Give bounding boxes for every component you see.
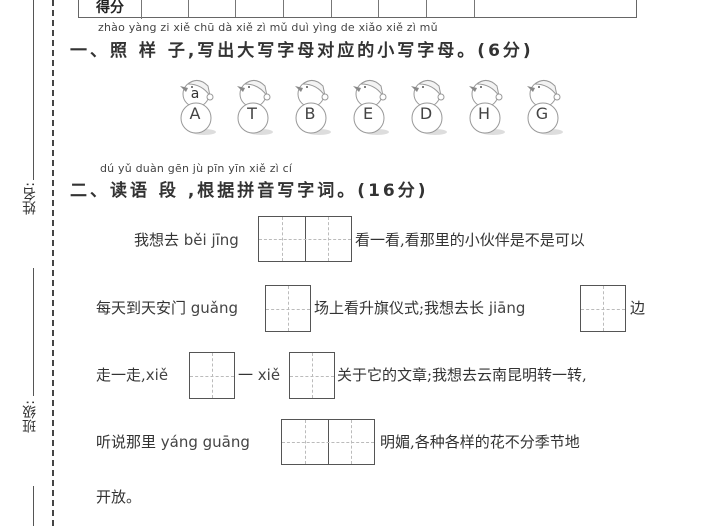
passage-text: 听说那里 xyxy=(96,433,161,451)
section2-heading: 二、读语 段 ,根据拼音写字词。(16分) xyxy=(70,181,429,201)
answer-grid-guang[interactable] xyxy=(265,285,311,332)
pinyin-prompt: xiě xyxy=(145,366,169,384)
passage-text: 走一走, xyxy=(96,366,146,384)
section1-heading: 一、照 样 子,写出大写字母对应的小写字母。(6分) xyxy=(70,41,534,61)
snowman-icon xyxy=(237,80,273,135)
answer-grid-yangguang[interactable] xyxy=(281,419,375,465)
passage-text: 一 xyxy=(238,366,258,384)
snowman-icon xyxy=(411,80,447,135)
answer-grid-xie-2[interactable] xyxy=(289,352,335,399)
snowman-letter: T xyxy=(247,104,257,123)
answer-grid-beijing[interactable] xyxy=(258,216,352,262)
snowman-d: D xyxy=(405,76,449,136)
score-cell[interactable] xyxy=(284,0,332,17)
score-cell[interactable] xyxy=(475,0,635,17)
passage-text: 场上看升旗仪式;我想去长 xyxy=(314,299,489,317)
pinyin-prompt: běi jīng xyxy=(183,231,239,249)
snowman-a: a A xyxy=(174,76,218,136)
snowman-icon xyxy=(353,80,389,135)
score-cell[interactable] xyxy=(332,0,379,17)
pinyin-prompt: guǎng xyxy=(190,299,239,317)
snowman-icon xyxy=(180,80,216,135)
pinyin-prompt: yáng guāng xyxy=(160,433,250,451)
score-label: 得分 xyxy=(79,0,142,19)
passage-line-2-tail: 边 xyxy=(630,299,646,317)
cut-line xyxy=(52,0,54,526)
snowman-letter: H xyxy=(477,104,491,123)
snowman-h: H xyxy=(463,76,507,136)
class-field-line[interactable] xyxy=(33,486,34,526)
score-cell[interactable] xyxy=(189,0,236,17)
score-cell[interactable] xyxy=(379,0,427,17)
passage-text: 我想去 xyxy=(134,231,184,249)
snowman-e: E xyxy=(347,76,391,136)
snowman-letter: D xyxy=(419,104,433,123)
name-field-line[interactable] xyxy=(33,268,34,396)
snowman-letter: B xyxy=(304,104,316,123)
score-cell[interactable] xyxy=(142,0,189,17)
name-label: 姓名: xyxy=(22,182,38,215)
snowman-answer[interactable]: a xyxy=(190,86,200,102)
score-table: 得分 xyxy=(78,0,637,19)
passage-line-2: 每天到天安门 guǎng xyxy=(96,297,238,318)
answer-grid-xie-1[interactable] xyxy=(189,352,235,399)
passage-text: 每天到天安门 xyxy=(96,299,191,317)
passage-line-3-mid: 一 xiě xyxy=(238,364,280,385)
passage-line-4-tail: 明媚,各种各样的花不分季节地 xyxy=(380,433,580,451)
class-label: 班级: xyxy=(22,400,38,433)
passage-line-1-tail: 看一看,看那里的小伙伴是不是可以 xyxy=(355,231,585,249)
passage-line-3: 走一走,xiě xyxy=(96,364,168,385)
snowman-letter: E xyxy=(362,104,374,123)
score-cell[interactable] xyxy=(427,0,475,17)
passage-line-1: 我想去 běi jīng xyxy=(134,229,239,250)
passage-line-5: 开放。 xyxy=(96,488,142,506)
snowman-letter: A xyxy=(189,104,201,123)
passage-line-4: 听说那里 yáng guāng xyxy=(96,431,250,452)
snowman-icon xyxy=(295,80,331,135)
section1-pinyin: zhào yàng zi xiě chū dà xiě zì mǔ duì yì… xyxy=(98,21,438,34)
snowman-icon xyxy=(469,80,505,135)
section2-pinyin: dú yǔ duàn gēn jù pīn yīn xiě zì cí xyxy=(100,162,293,175)
snowman-icon xyxy=(527,80,563,135)
score-cell[interactable] xyxy=(236,0,284,17)
snowman-letter: G xyxy=(535,104,549,123)
pinyin-prompt: xiě xyxy=(257,366,281,384)
snowman-t: T xyxy=(231,76,275,136)
passage-line-2-mid: 场上看升旗仪式;我想去长 jiāng xyxy=(314,297,525,318)
passage-line-3-tail: 关于它的文章;我想去云南昆明转一转, xyxy=(337,366,587,384)
snowman-b: B xyxy=(289,76,333,136)
pinyin-prompt: jiāng xyxy=(488,299,526,317)
answer-grid-jiang[interactable] xyxy=(580,285,626,332)
binding-line xyxy=(33,0,34,180)
snowman-g: G xyxy=(521,76,565,136)
